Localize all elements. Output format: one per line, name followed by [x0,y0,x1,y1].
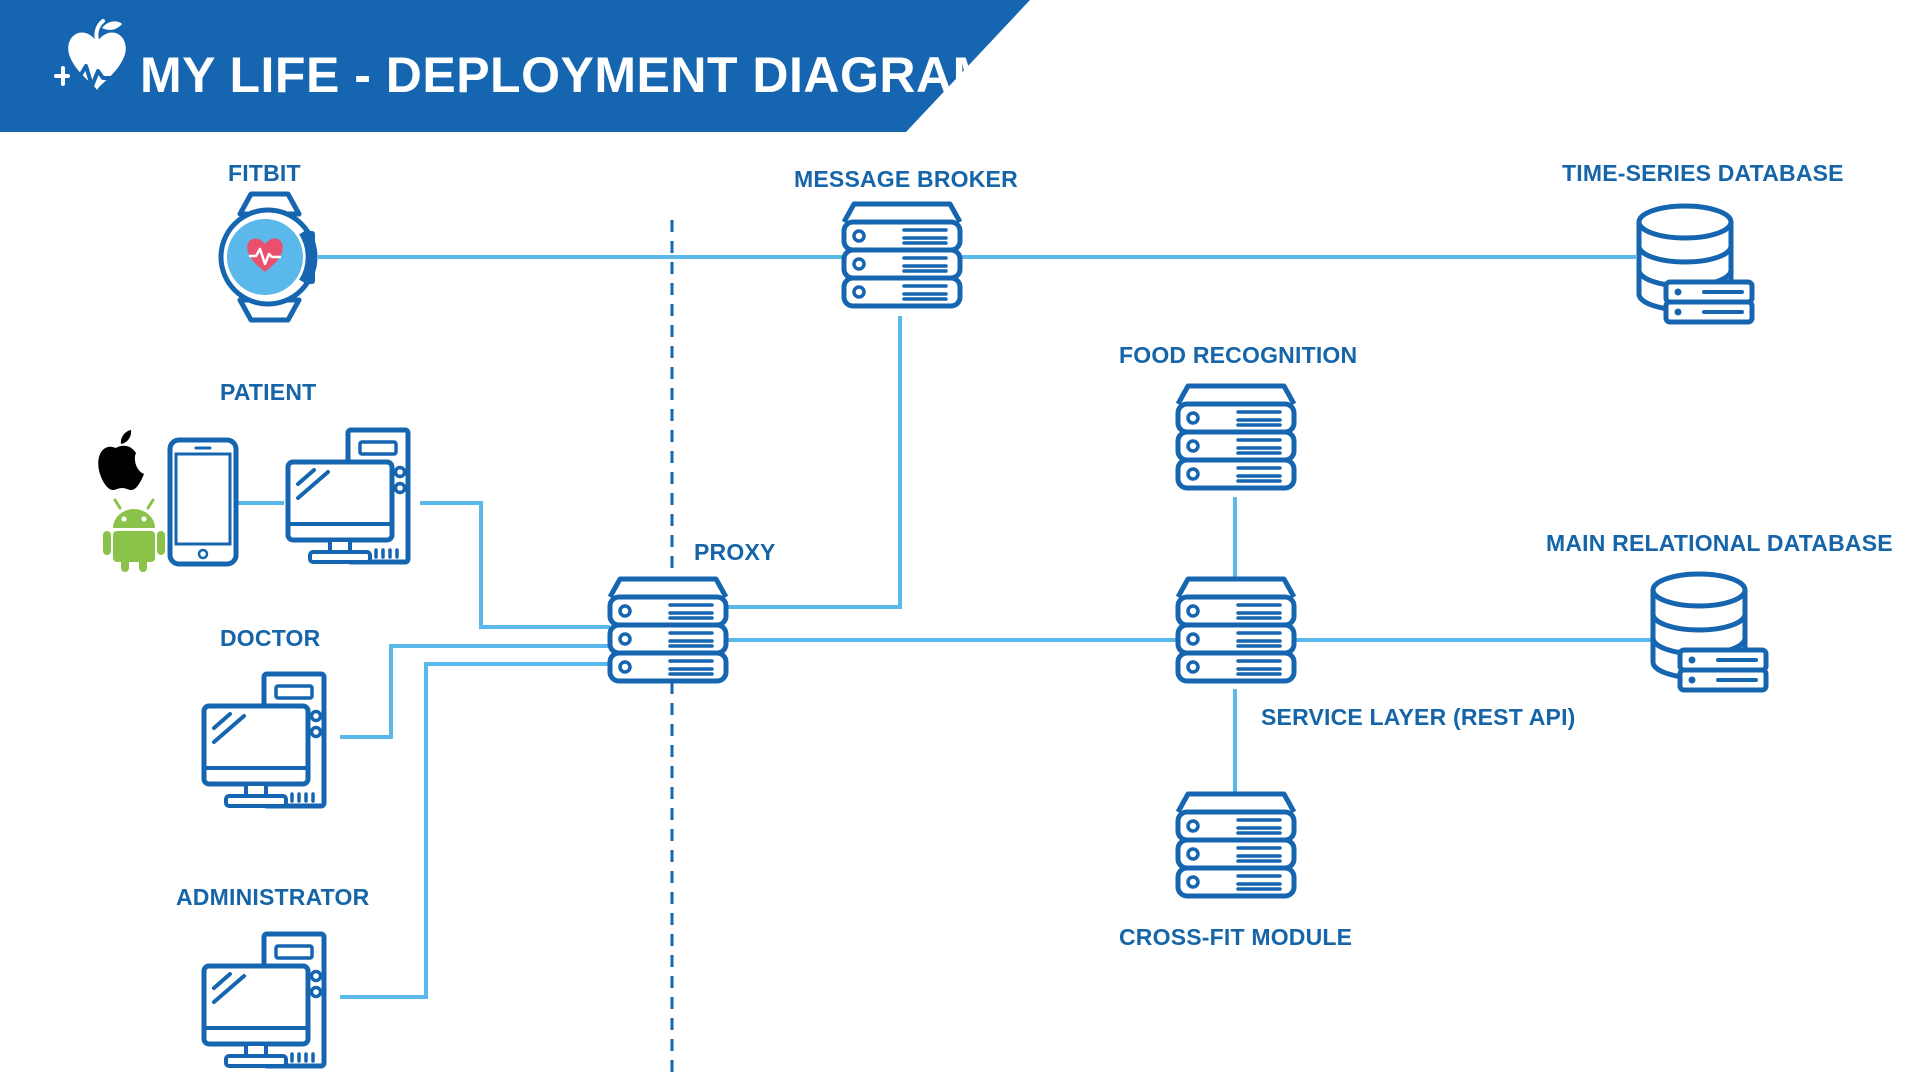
smartwatch-icon [218,191,318,323]
header-banner [0,0,1030,132]
service-layer-label: SERVICE LAYER (REST API) [1261,704,1576,730]
desktop-computer-icon [204,934,324,1066]
connector-admin-proxy [340,662,610,999]
heart-apple-pulse-icon [54,19,131,90]
desktop-computer-icon [204,674,324,806]
main-relational-database-label: MAIN RELATIONAL DATABASE [1546,530,1893,556]
patient-label: PATIENT [220,379,317,405]
apple-icon [98,430,144,490]
page-title: MY LIFE - DEPLOYMENT DIAGRAM [140,47,995,103]
server-rack-icon [844,204,960,306]
server-rack-icon [1178,579,1294,681]
database-server-icon [1653,574,1766,690]
time-series-database-label: TIME-SERIES DATABASE [1562,160,1844,186]
connector-patient-proxy [238,501,610,629]
connectors [238,255,1652,999]
server-rack-icon [1178,794,1294,896]
administrator-label: ADMINISTRATOR [176,884,370,910]
desktop-computer-icon [288,430,408,562]
food-recognition-label: FOOD RECOGNITION [1119,342,1358,368]
fitbit-label: FITBIT [228,160,301,186]
message-broker-label: MESSAGE BROKER [794,166,1018,192]
database-server-icon [1639,206,1752,322]
connector-doctor-proxy [340,644,610,739]
connector-broker-proxy [724,316,902,609]
doctor-label: DOCTOR [220,625,321,651]
android-icon [103,498,165,572]
server-rack-icon [1178,386,1294,488]
cross-fit-module-label: CROSS-FIT MODULE [1119,924,1353,950]
server-rack-icon [610,579,726,681]
proxy-label: PROXY [694,539,776,565]
smartphone-icon [167,437,239,567]
